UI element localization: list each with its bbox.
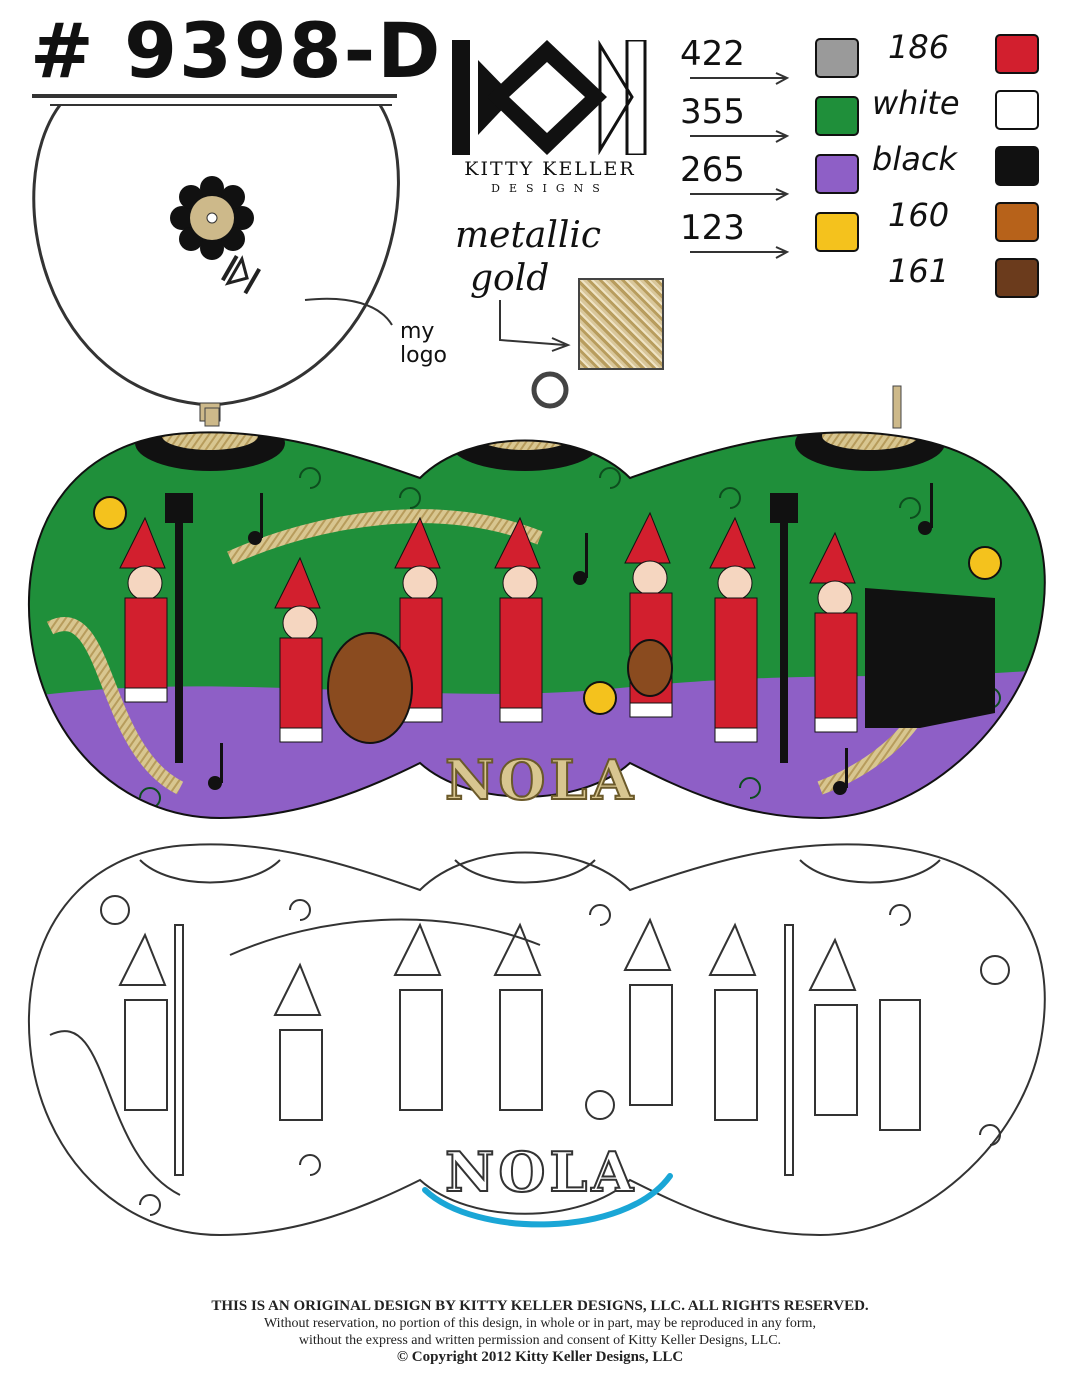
top-view-diagram <box>32 104 400 422</box>
gold-label: gold <box>470 258 550 299</box>
palette-code-right: black <box>872 140 957 178</box>
palette-arrow <box>690 188 790 201</box>
palette-code-left: 422 <box>680 34 745 74</box>
palette-arrow <box>690 246 790 259</box>
color-swatch <box>995 258 1039 298</box>
color-swatch <box>815 38 859 78</box>
my-logo-note: my logo <box>400 319 447 368</box>
footer-line-2: Without reservation, no portion of this … <box>264 1316 816 1331</box>
color-swatch <box>995 146 1039 186</box>
color-swatch <box>815 96 859 136</box>
footer-line-3: without the express and written permissi… <box>298 1333 782 1348</box>
color-swatch <box>815 154 859 194</box>
blue-mark <box>422 1173 673 1228</box>
palette-arrow <box>690 130 790 143</box>
design-number: # 9398-D <box>30 6 443 95</box>
brand-subtitle: DESIGNS <box>491 182 609 195</box>
palette-code-right: 186 <box>888 28 950 66</box>
color-swatch <box>815 212 859 252</box>
colored-ornament <box>27 371 1046 820</box>
color-swatch <box>995 202 1039 242</box>
flower-cap-icon <box>170 176 254 260</box>
palette-code-left: 355 <box>680 92 745 132</box>
nola-colored-text: NOLA <box>444 747 638 813</box>
brand-name: KITTY KELLER <box>464 158 636 180</box>
palette-arrow <box>690 72 790 85</box>
metallic-arrow <box>499 300 571 352</box>
footer-line-1: THIS IS AN ORIGINAL DESIGN BY KITTY KELL… <box>211 1298 869 1314</box>
copyright-footer: THIS IS AN ORIGINAL DESIGN BY KITTY KELL… <box>0 1298 1080 1366</box>
metallic-label: metallic <box>455 215 602 256</box>
small-logo-icon <box>221 255 261 295</box>
palette-code-right: 160 <box>888 196 950 234</box>
outline-ornament <box>27 843 1046 1237</box>
metallic-gold-swatch <box>578 278 664 370</box>
color-swatch <box>995 90 1039 130</box>
color-swatch <box>995 34 1039 74</box>
palette-code-left: 123 <box>680 208 745 248</box>
palette-code-right: 161 <box>888 252 950 290</box>
palette-code-right: white <box>872 84 960 122</box>
header-underline <box>32 94 397 98</box>
nola-outline-text: NOLA <box>444 1139 638 1205</box>
palette-code-left: 265 <box>680 150 745 190</box>
kkd-logo-icon <box>452 40 647 155</box>
footer-line-4: © Copyright 2012 Kitty Keller Designs, L… <box>396 1349 684 1365</box>
